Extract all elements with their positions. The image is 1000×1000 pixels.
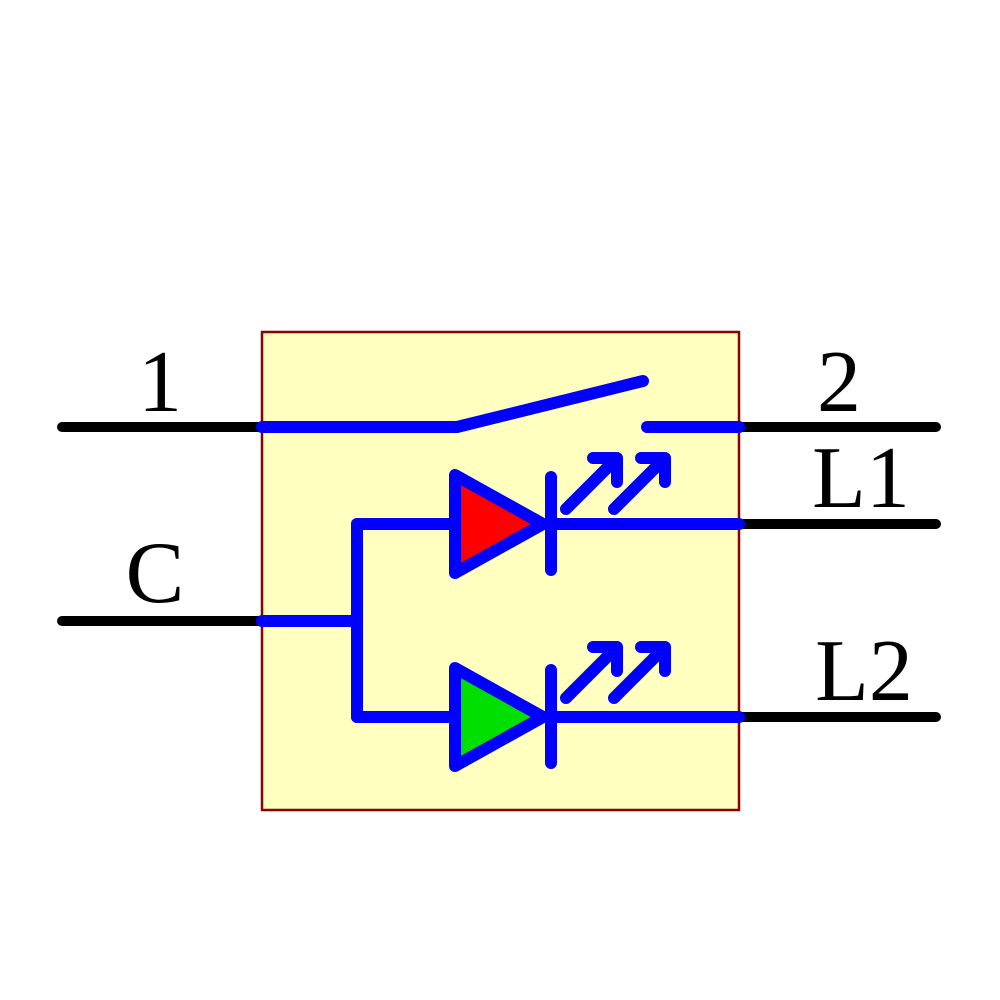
led-red-light-arrow-2-head [635,452,671,488]
switch-arm [256,375,649,433]
led-red-light-arrow-2-shaft [608,461,662,515]
pin-label-c: C [126,525,185,622]
pin-label-l2: L2 [815,623,913,720]
led-green-triangle [449,662,549,772]
pin-label-1: 1 [138,334,182,431]
led-red-triangle [449,469,549,579]
led-red-light-arrow-1-shaft [560,461,614,515]
led-green-light-arrow-2-head [635,641,671,677]
pin-label-2: 2 [817,334,861,431]
led-green-light-arrow-2-shaft [608,650,662,704]
led-green-light-arrow-1-shaft [560,650,614,704]
led-green-light-arrow-1-head [587,641,623,677]
led-red-light-arrow-1-head [587,452,623,488]
pin-label-l1: L1 [812,430,910,527]
